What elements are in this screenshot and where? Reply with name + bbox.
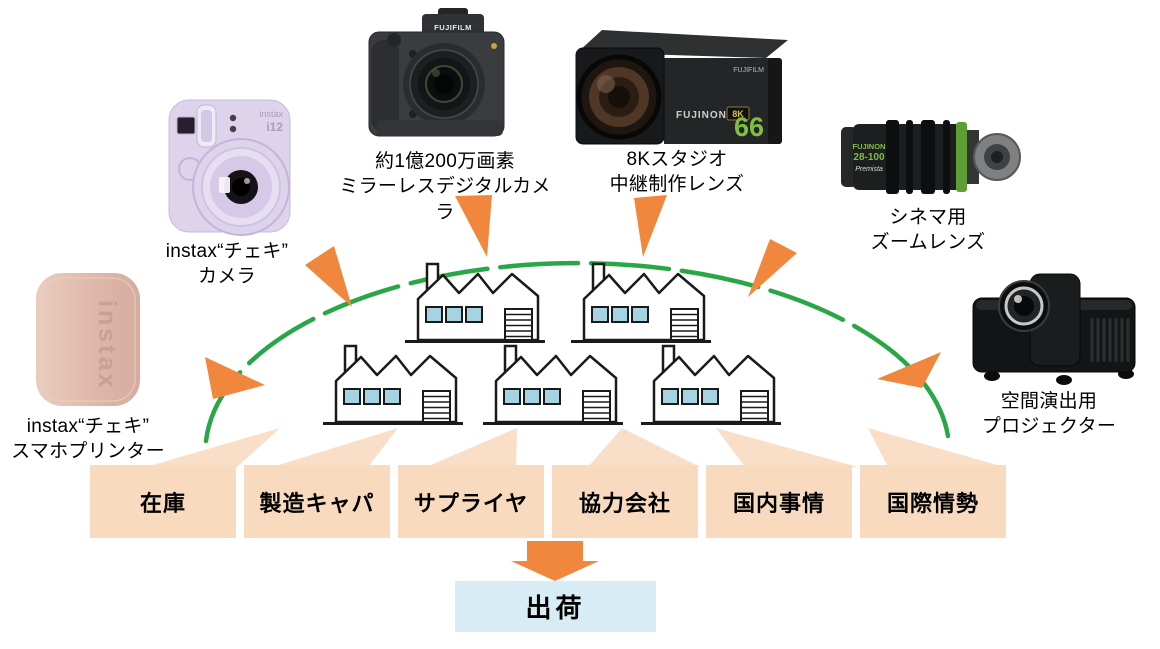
cinema-lens-series: Premista <box>855 166 883 173</box>
label-line: 約1億200万画素 <box>375 151 515 172</box>
label-mirrorless-camera: 約1億200万画素 ミラーレスデジタルカメラ <box>330 149 560 225</box>
factory-icon <box>403 262 547 343</box>
shipping-box: 出荷 <box>455 581 656 632</box>
label-line: instax“チェキ” <box>165 241 289 262</box>
beam <box>272 428 398 467</box>
printer-device-text: instax <box>93 300 121 390</box>
down-arrow <box>511 541 599 581</box>
label-line: 中継制作レンズ <box>609 174 745 196</box>
factory-icon <box>639 344 783 425</box>
inflow-arrow-printer <box>205 357 265 399</box>
inflow-arrows <box>205 195 941 399</box>
factor-beams <box>146 428 1004 467</box>
camera-device-model: i12 <box>266 120 283 134</box>
label-line: プロジェクター <box>981 416 1117 438</box>
label-instax-printer: instax“チェキ” スマホプリンター <box>0 414 176 465</box>
label-line: カメラ <box>198 266 256 288</box>
cinema-lens-image: FUJINON 28-100 Premista <box>841 120 1021 194</box>
factor-domestic-affairs: 国内事情 <box>706 465 852 538</box>
label-instax-camera: instax“チェキ” カメラ <box>139 239 315 290</box>
factor-inventory: 在庫 <box>90 465 236 538</box>
8k-lens-number: 66 <box>734 112 764 142</box>
factory-icon <box>321 344 465 425</box>
beam <box>868 428 1004 467</box>
8k-lens-maker-text: FUJIFILM <box>733 67 764 74</box>
mirrorless-camera-image: FUJIFILM <box>368 8 505 137</box>
camera-device-text: instax <box>259 109 283 119</box>
supply-arc <box>203 260 951 444</box>
instax-camera-image: instax i12 <box>168 99 291 236</box>
8k-lens-badge: 8K <box>732 109 744 119</box>
mirrorless-brand-text: FUJIFILM <box>434 23 472 32</box>
instax-printer-image: instax <box>36 273 140 406</box>
factory-icon <box>569 262 713 343</box>
inflow-arrow-mirrorless-camera <box>455 195 492 257</box>
cinema-lens-model: 28-100 <box>853 152 885 163</box>
beam <box>588 428 700 467</box>
factor-supplier: サプライヤ <box>398 465 544 538</box>
label-cinema-lens: シネマ用 ズームレンズ <box>818 205 1038 256</box>
cinema-lens-brand-text: FUJINON <box>853 142 886 151</box>
label-projector: 空間演出用 プロジェクター <box>938 389 1160 440</box>
label-line: ズームレンズ <box>870 232 986 254</box>
inflow-arrow-instax-camera <box>305 246 352 307</box>
inflow-arrow-8k-lens <box>634 195 667 257</box>
factor-international-situation: 国際情勢 <box>860 465 1006 538</box>
projector-image <box>972 273 1136 385</box>
beam <box>426 428 517 467</box>
label-line: 8Kスタジオ <box>626 149 728 170</box>
label-line: スマホプリンター <box>11 441 165 463</box>
label-8k-lens: 8Kスタジオ 中継制作レンズ <box>572 147 782 198</box>
label-line: ミラーレスデジタルカメラ <box>339 176 551 223</box>
inflow-arrow-projector <box>877 352 941 388</box>
label-line: シネマ用 <box>889 207 967 228</box>
beam <box>716 428 858 467</box>
label-line: 空間演出用 <box>1000 391 1098 412</box>
factor-partner-companies: 協力会社 <box>552 465 698 538</box>
factor-box-row: 在庫 製造キャパ サプライヤ 協力会社 国内事情 国際情勢 <box>90 465 1006 538</box>
factor-production-capacity: 製造キャパ <box>244 465 390 538</box>
8k-lens-image: FUJINON 8K 66 FUJIFILM <box>575 30 788 145</box>
8k-lens-brand-text: FUJINON <box>676 110 727 121</box>
label-line: instax“チェキ” <box>26 416 150 437</box>
beam <box>146 428 280 467</box>
factory-icon <box>481 344 625 425</box>
inflow-arrow-cinema-lens <box>748 239 797 297</box>
